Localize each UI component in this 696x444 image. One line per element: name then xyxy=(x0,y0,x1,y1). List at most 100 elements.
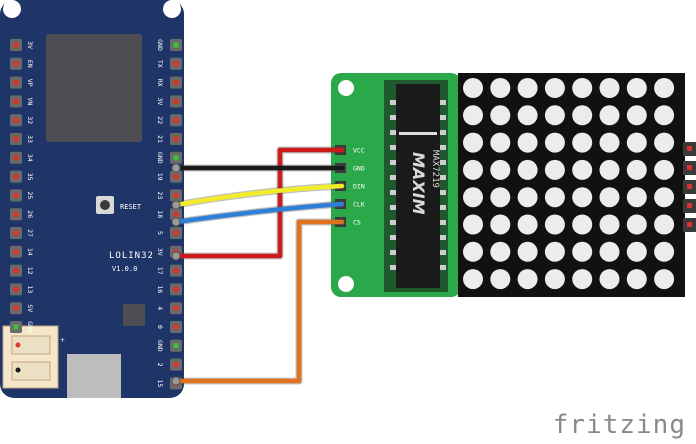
led-dot xyxy=(654,187,675,208)
left-pin-label: 26 xyxy=(26,210,34,218)
right-pin-label: 2 xyxy=(156,363,164,367)
pin-indicator xyxy=(13,230,19,236)
left-pin-label: 32 xyxy=(26,116,34,124)
right-pin-label: 5 xyxy=(156,231,164,235)
left-pin-label: VN xyxy=(26,97,34,105)
wires xyxy=(171,146,346,386)
pin-indicator xyxy=(173,174,179,180)
pin-indicator xyxy=(173,192,179,198)
led-dot xyxy=(572,214,593,235)
chip-part: MAX7219 xyxy=(430,150,440,188)
led-dot xyxy=(490,269,511,290)
led-dot xyxy=(490,159,511,180)
led-dot xyxy=(654,269,675,290)
led-dot xyxy=(626,214,647,235)
led-dot xyxy=(654,78,675,98)
led-dot xyxy=(599,159,620,180)
right-pin-label: 15 xyxy=(156,379,164,387)
module-pin-label: CS xyxy=(353,219,361,227)
wire-din[interactable] xyxy=(173,183,345,208)
left-pin-label: EN xyxy=(26,60,34,68)
left-pin-label: VP xyxy=(26,79,34,87)
pin-indicator xyxy=(173,305,179,311)
pin-indicator xyxy=(173,324,179,330)
pin-indicator xyxy=(13,249,19,255)
led-dot xyxy=(654,105,675,126)
esp32-board: RESET LOLIN32 V1.0.0 + 3VENVPVN323334352… xyxy=(0,0,184,398)
left-pin-label: 35 xyxy=(26,173,34,181)
led-dot xyxy=(463,78,483,98)
pin-indicator xyxy=(173,42,179,48)
pin-indicator xyxy=(13,80,19,86)
left-pin-label: 25 xyxy=(26,191,34,199)
led-dot xyxy=(517,78,538,98)
right-pin-label: 3V xyxy=(156,97,164,105)
pin-indicator xyxy=(13,324,19,330)
led-dot xyxy=(654,132,675,153)
usb-port xyxy=(67,354,121,398)
pin-indicator xyxy=(173,98,179,104)
led-dot xyxy=(599,187,620,208)
led-dot xyxy=(599,132,620,153)
pin-indicator xyxy=(173,211,179,217)
led-dot xyxy=(463,269,483,290)
right-pin-label: 22 xyxy=(156,116,164,124)
led-dot xyxy=(626,187,647,208)
right-pin-label: 23 xyxy=(156,191,164,199)
led-dot xyxy=(544,269,565,290)
pin-indicator xyxy=(13,192,19,198)
led-dot xyxy=(599,269,620,290)
left-pin-label: 14 xyxy=(26,248,34,256)
right-pin-label: 0 xyxy=(156,325,164,329)
right-pin-label: RX xyxy=(156,79,164,87)
right-pin-label: 17 xyxy=(156,267,164,275)
left-pin-label: 33 xyxy=(26,135,34,143)
led-dot xyxy=(544,187,565,208)
svg-text:+: + xyxy=(60,337,65,344)
small-chip xyxy=(123,304,145,326)
wire-cs[interactable] xyxy=(173,219,345,384)
pin-indicator xyxy=(13,98,19,104)
wire-vcc[interactable] xyxy=(173,147,345,259)
led-dot xyxy=(654,214,675,235)
right-pin-label: 16 xyxy=(156,285,164,293)
pin-indicator xyxy=(173,117,179,123)
pin-indicator xyxy=(173,268,179,274)
led-dot xyxy=(544,78,565,98)
pin-indicator xyxy=(173,362,179,368)
led-dot xyxy=(572,241,593,262)
left-pin-label: GND xyxy=(26,321,34,333)
led-dot xyxy=(626,132,647,153)
wire-clk[interactable] xyxy=(173,201,345,225)
led-dot xyxy=(517,187,538,208)
led-dot xyxy=(654,241,675,262)
led-dot xyxy=(572,78,593,98)
pin-indicator xyxy=(173,155,179,161)
right-pin-label: GND xyxy=(156,340,164,352)
led-dot xyxy=(544,159,565,180)
led-dot xyxy=(626,78,647,98)
led-dot xyxy=(517,132,538,153)
pin-indicator xyxy=(13,61,19,67)
led-dot xyxy=(490,105,511,126)
led-dot xyxy=(544,132,565,153)
right-pin-label: GND xyxy=(156,152,164,164)
esp32-shield xyxy=(46,34,142,142)
module-pin-label: CLK xyxy=(353,201,365,209)
pin-indicator xyxy=(13,136,19,142)
led-dot xyxy=(490,214,511,235)
pin-indicator xyxy=(13,42,19,48)
pin-indicator xyxy=(173,136,179,142)
pin-indicator xyxy=(13,155,19,161)
led-dot xyxy=(599,214,620,235)
right-pin-label: 21 xyxy=(156,135,164,143)
pin-indicator xyxy=(13,305,19,311)
max7219-chip xyxy=(396,84,440,288)
left-pin-label: 12 xyxy=(26,267,34,275)
pin-indicator xyxy=(13,286,19,292)
led-dot xyxy=(517,269,538,290)
pin-indicator xyxy=(173,343,179,349)
fritzing-logo: fritzing xyxy=(552,410,686,440)
